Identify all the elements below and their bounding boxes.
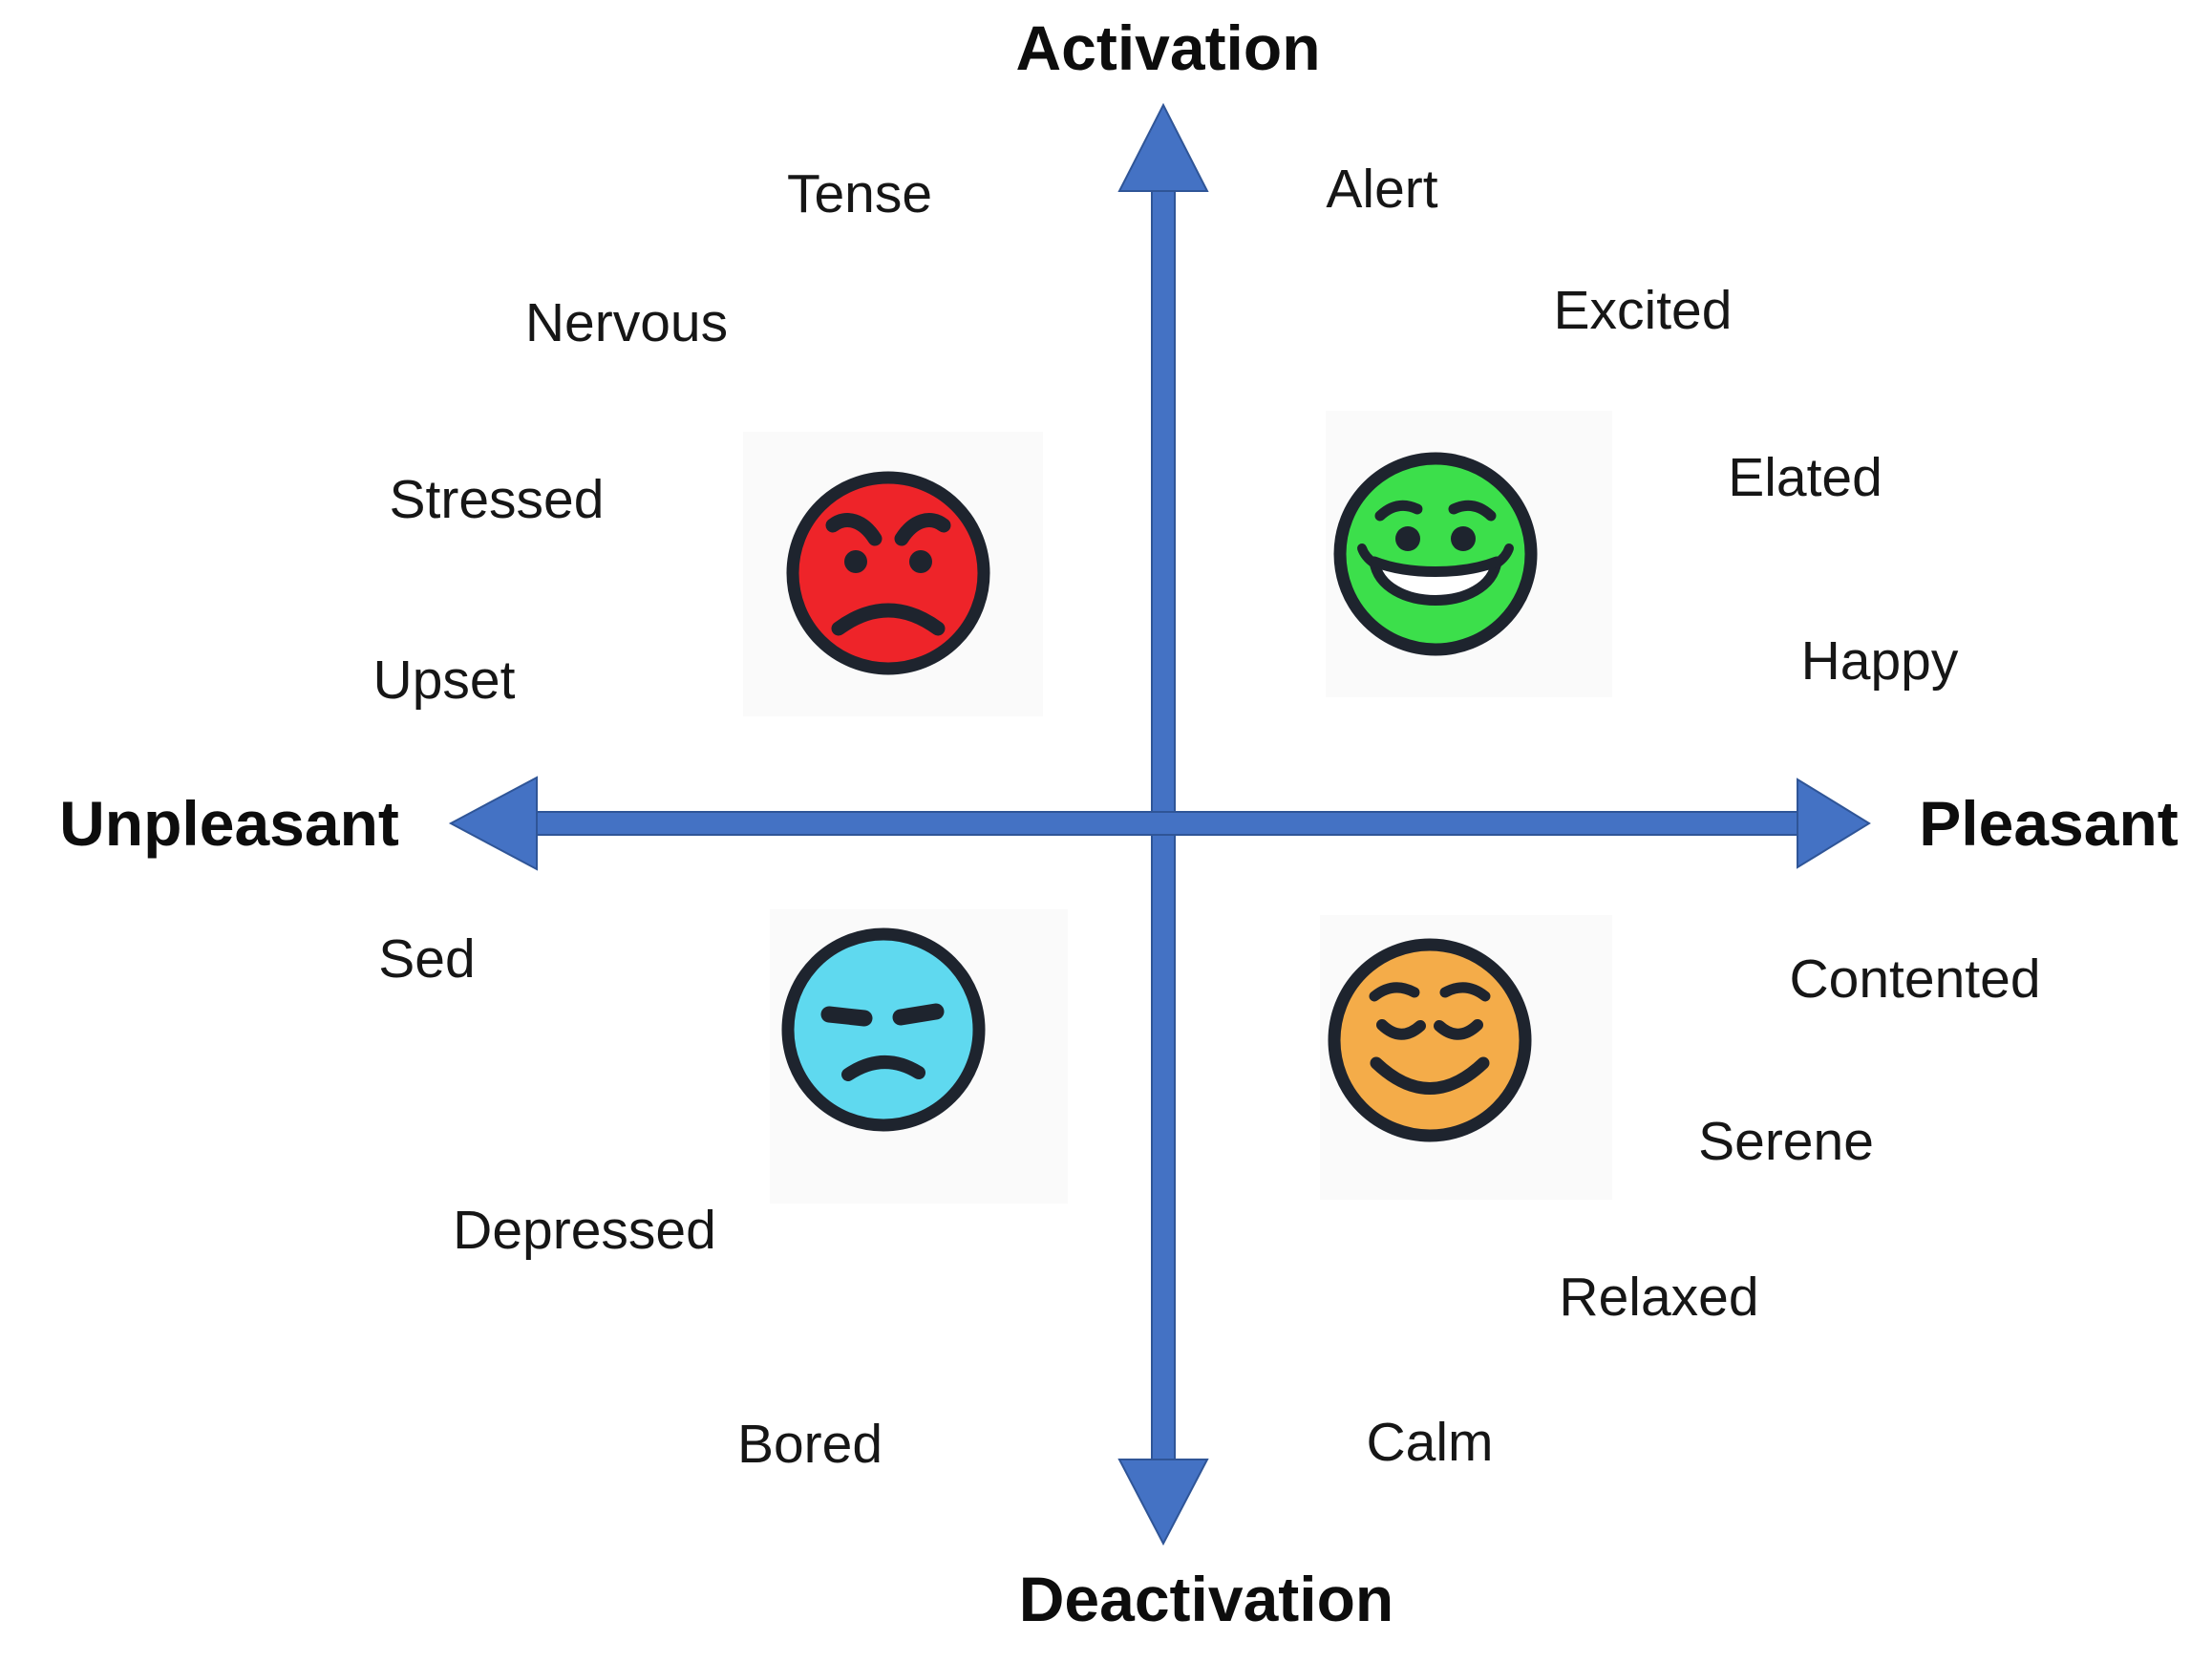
- emotion-label-upset: Upset: [372, 650, 516, 711]
- emotion-label-stressed: Stressed: [389, 469, 605, 530]
- relieved-face-head: [1328, 938, 1532, 1142]
- emotion-label-sed: Sed: [378, 928, 476, 990]
- emotion-label-contented: Contented: [1789, 948, 2041, 1010]
- angry-mouth: [831, 603, 946, 636]
- emotion-label-excited: Excited: [1553, 280, 1733, 341]
- emotion-label-nervous: Nervous: [524, 292, 729, 353]
- angry-face-head: [786, 471, 990, 675]
- emotion-label-relaxed: Relaxed: [1559, 1267, 1759, 1328]
- horizontal-axis-arrow-icon: [448, 776, 1871, 871]
- emotion-label-bored: Bored: [736, 1414, 883, 1475]
- tired-mouth: [841, 1055, 925, 1081]
- angry-right-eye: [909, 550, 932, 573]
- grinning-right-mouth-corner: [1492, 543, 1514, 568]
- axis-label-pleasant: Pleasant: [1919, 788, 2179, 859]
- tired-left-eye: [820, 1006, 873, 1027]
- emotion-label-serene: Serene: [1698, 1111, 1874, 1172]
- tired-face-head: [781, 927, 986, 1132]
- grinning-right-eyebrow: [1448, 500, 1497, 522]
- relieved-left-eye: [1376, 1019, 1426, 1040]
- horizontal-axis-shaft: [526, 811, 1804, 836]
- relieved-face-icon: [1328, 938, 1532, 1142]
- grinning-mouth: [1369, 556, 1502, 606]
- axis-label-activation: Activation: [1015, 12, 1321, 83]
- relieved-right-eye: [1434, 1019, 1483, 1040]
- grinning-left-eye: [1395, 526, 1420, 551]
- grinning-right-eye: [1451, 526, 1476, 551]
- angry-face-icon: [786, 471, 990, 675]
- up-arrowhead-icon: [1117, 102, 1209, 192]
- grinning-face-icon: [1333, 452, 1538, 656]
- grinning-left-eyebrow: [1374, 500, 1423, 522]
- tired-face-icon: [781, 927, 986, 1132]
- emotion-label-calm: Calm: [1366, 1412, 1494, 1473]
- axis-label-deactivation: Deactivation: [1018, 1564, 1394, 1634]
- emotion-label-happy: Happy: [1800, 630, 1959, 692]
- tired-right-eye: [892, 1003, 945, 1026]
- emotion-label-depressed: Depressed: [453, 1200, 716, 1261]
- angry-left-eyebrow: [825, 513, 883, 546]
- grinning-left-mouth-corner: [1357, 543, 1379, 568]
- right-arrowhead-icon: [1797, 778, 1871, 869]
- left-arrowhead-icon: [448, 776, 538, 871]
- relieved-right-eyebrow: [1439, 982, 1491, 1002]
- down-arrowhead-icon: [1117, 1459, 1209, 1546]
- angry-left-eye: [844, 550, 867, 573]
- relieved-left-eyebrow: [1369, 982, 1420, 1002]
- axis-label-unpleasant: Unpleasant: [59, 788, 399, 859]
- relieved-mouth: [1370, 1056, 1490, 1095]
- emotion-label-elated: Elated: [1728, 447, 1882, 508]
- emotion-label-alert: Alert: [1326, 159, 1438, 220]
- emotion-label-tense: Tense: [786, 163, 933, 224]
- angry-right-eyebrow: [894, 513, 951, 546]
